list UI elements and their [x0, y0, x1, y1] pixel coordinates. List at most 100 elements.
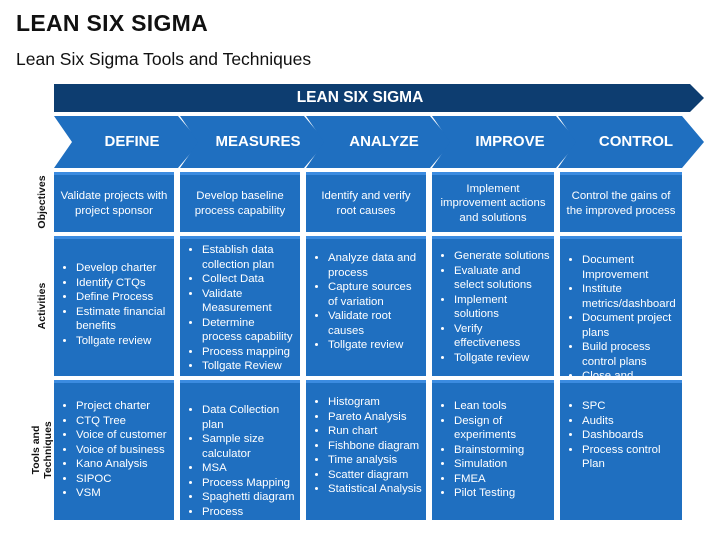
activities-control-list: Document Improvement Institute metrics/d… — [560, 253, 682, 398]
activities-measures: Establish data collection plan Collect D… — [180, 236, 300, 376]
list-item: Voice of business — [76, 443, 170, 458]
list-item: SIPOC — [76, 472, 170, 487]
activities-improve: Generate solutions Evaluate and select s… — [432, 236, 554, 376]
list-item: Tollgate review — [328, 338, 422, 353]
tools-improve-list: Lean tools Design of experiments Brainst… — [432, 399, 554, 501]
activities-define-list: Develop charter Identify CTQs Define Pro… — [54, 261, 174, 348]
list-item: VSM — [76, 486, 170, 501]
list-item: Project charter — [76, 399, 170, 414]
tools-define-list: Project charter CTQ Tree Voice of custom… — [54, 399, 174, 501]
activities-control: Document Improvement Institute metrics/d… — [560, 236, 682, 397]
list-item: Fishbone diagram — [328, 439, 422, 454]
activities-analyze-list: Analyze data and process Capture sources… — [306, 251, 426, 353]
row-label-tools-line1: Tools and — [30, 425, 42, 475]
list-item: Histogram — [328, 395, 422, 410]
phase-chevron-analyze: ANALYZE — [306, 116, 452, 168]
list-item: Tollgate Review — [202, 359, 296, 374]
activities-improve-list: Generate solutions Evaluate and select s… — [432, 249, 554, 365]
phase-chevron-control: CONTROL — [558, 116, 704, 168]
tools-measures-list: Data Collection plan Sample size calcula… — [180, 403, 300, 534]
tools-improve: Lean tools Design of experiments Brainst… — [432, 380, 554, 520]
list-item: Time analysis — [328, 453, 422, 468]
phase-label-define: DEFINE — [104, 133, 160, 150]
list-item: Run chart — [328, 424, 422, 439]
phase-label-improve: IMPROVE — [475, 133, 545, 150]
phase-label-analyze: ANALYZE — [349, 133, 419, 150]
list-item: Scatter diagram — [328, 468, 422, 483]
list-item: Process mapping — [202, 345, 296, 360]
list-item: Pareto Analysis — [328, 410, 422, 425]
list-item: Analyze data and process — [328, 251, 422, 280]
list-item: SPC — [582, 399, 678, 414]
objective-improve: Implement improvement actions and soluti… — [432, 172, 554, 232]
objective-control: Control the gains of the improved proces… — [560, 172, 682, 232]
list-item: Generate solutions — [454, 249, 550, 264]
list-item: Establish data collection plan — [202, 243, 296, 272]
list-item: Spaghetti diagram — [202, 490, 296, 505]
list-item: Process control Plan — [582, 443, 678, 472]
tools-control-list: SPC Audits Dashboards Process control Pl… — [560, 399, 682, 472]
list-item: Collect Data — [202, 272, 296, 287]
list-item: CTQ Tree — [76, 414, 170, 429]
list-item: Simulation — [454, 457, 550, 472]
list-item: Define Process — [76, 290, 170, 305]
objective-measures: Develop baseline process capability — [180, 172, 300, 232]
list-item: Pilot Testing — [454, 486, 550, 501]
objective-define-text: Validate projects with project sponsor — [60, 190, 168, 217]
list-item: Dashboards — [582, 428, 678, 443]
top-banner: LEAN SIX SIGMA — [0, 84, 720, 112]
tools-control: SPC Audits Dashboards Process control Pl… — [560, 380, 682, 520]
list-item: Sample size calculator — [202, 432, 296, 461]
list-item: Document project plans — [582, 311, 678, 340]
list-item: Voice of customer — [76, 428, 170, 443]
list-item: Tollgate review — [76, 334, 170, 349]
list-item: Build process control plans — [582, 340, 678, 369]
list-item: Process Mapping — [202, 476, 296, 491]
tools-define: Project charter CTQ Tree Voice of custom… — [54, 380, 174, 520]
objective-analyze-text: Identify and verify root causes — [321, 190, 411, 217]
tools-measures: Data Collection plan Sample size calcula… — [180, 380, 300, 532]
objective-improve-text: Implement improvement actions and soluti… — [440, 182, 546, 224]
row-label-tools-line2: Techniques — [42, 421, 54, 479]
objective-control-text: Control the gains of the improved proces… — [566, 190, 676, 217]
list-item: Process Capability — [202, 505, 296, 534]
list-item: Identify CTQs — [76, 276, 170, 291]
list-item: Brainstorming — [454, 443, 550, 458]
list-item: FMEA — [454, 472, 550, 487]
phase-label-control: CONTROL — [598, 133, 674, 150]
list-item: Audits — [582, 414, 678, 429]
activities-analyze: Analyze data and process Capture sources… — [306, 236, 426, 376]
list-item: Validate Measurement — [202, 287, 296, 316]
activities-measures-list: Establish data collection plan Collect D… — [180, 243, 300, 374]
tools-analyze: Histogram Pareto Analysis Run chart Fish… — [306, 380, 426, 520]
list-item: MSA — [202, 461, 296, 476]
objective-measures-text: Develop baseline process capability — [194, 190, 286, 217]
list-item: Validate root causes — [328, 309, 422, 338]
list-item: Lean tools — [454, 399, 550, 414]
activities-define: Develop charter Identify CTQs Define Pro… — [54, 236, 174, 376]
list-item: Institute metrics/dashboard — [582, 282, 678, 311]
list-item: Design of experiments — [454, 414, 550, 443]
list-item: Statistical Analysis — [328, 482, 422, 497]
phase-chevron-define: DEFINE — [54, 116, 200, 168]
list-item: Evaluate and select solutions — [454, 264, 550, 293]
list-item: Document Improvement — [582, 253, 678, 282]
page-subtitle: Lean Six Sigma Tools and Techniques — [16, 49, 312, 69]
tools-analyze-list: Histogram Pareto Analysis Run chart Fish… — [306, 395, 426, 497]
list-item: Implement solutions — [454, 293, 550, 322]
list-item: Kano Analysis — [76, 457, 170, 472]
row-label-objectives-text: Objectives — [36, 175, 48, 229]
list-item: Tollgate review — [454, 351, 550, 366]
objective-analyze: Identify and verify root causes — [306, 172, 426, 232]
row-label-activities-text: Activities — [36, 282, 48, 330]
phase-chevron-measures: MEASURES — [180, 116, 326, 168]
list-item: Data Collection plan — [202, 403, 296, 432]
list-item: Develop charter — [76, 261, 170, 276]
banner-arrow-shape — [54, 84, 704, 112]
list-item: Estimate financial benefits — [76, 305, 170, 334]
list-item: Determine process capability — [202, 316, 296, 345]
list-item: Verify effectiveness — [454, 322, 550, 351]
list-item: Capture sources of variation — [328, 280, 422, 309]
objective-define: Validate projects with project sponsor — [54, 172, 174, 232]
